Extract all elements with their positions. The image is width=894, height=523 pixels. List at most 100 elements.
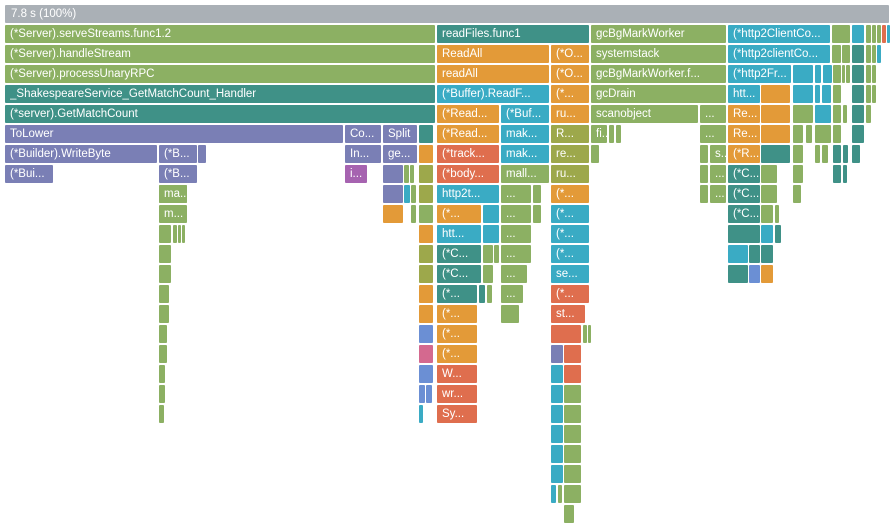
flame-frame[interactable]: gcBgMarkWorker	[591, 25, 726, 43]
flame-frame[interactable]	[564, 405, 581, 423]
flame-frame[interactable]: ru...	[551, 105, 589, 123]
flame-frame[interactable]: wr...	[437, 385, 477, 403]
flame-frame[interactable]	[483, 245, 493, 263]
flame-frame[interactable]: W...	[437, 365, 477, 383]
flame-frame[interactable]	[564, 465, 581, 483]
flame-frame[interactable]	[872, 65, 876, 83]
flame-frame[interactable]: ...	[710, 185, 726, 203]
flame-frame[interactable]	[419, 125, 433, 143]
flame-frame[interactable]	[815, 85, 820, 103]
flame-frame[interactable]	[761, 265, 773, 283]
flame-frame[interactable]	[419, 305, 433, 323]
flame-frame[interactable]	[823, 65, 832, 83]
flame-frame[interactable]: m...	[159, 205, 187, 223]
flame-frame[interactable]: Re...	[728, 105, 760, 123]
flame-frame[interactable]	[793, 125, 803, 143]
flame-frame[interactable]: (*C...	[437, 265, 481, 283]
flame-frame[interactable]	[501, 305, 519, 323]
flame-frame[interactable]	[419, 245, 433, 263]
flame-frame[interactable]	[815, 65, 821, 83]
flame-frame[interactable]	[700, 185, 708, 203]
flame-frame[interactable]	[761, 165, 777, 183]
flame-frame[interactable]: (*http2Fr...	[728, 65, 791, 83]
flame-frame[interactable]: (*B...	[159, 165, 197, 183]
flame-frame[interactable]	[564, 425, 581, 443]
flame-frame[interactable]: (*http2ClientCo...	[728, 25, 830, 43]
flame-frame[interactable]	[866, 105, 871, 123]
flame-frame[interactable]: htt...	[728, 85, 760, 103]
flame-frame[interactable]: ...	[700, 105, 726, 123]
flame-frame[interactable]: readFiles.func1	[437, 25, 589, 43]
flame-frame[interactable]	[872, 85, 876, 103]
flame-frame[interactable]	[842, 45, 850, 63]
flame-frame[interactable]: (*...	[437, 345, 477, 363]
flame-frame[interactable]	[822, 145, 828, 163]
flame-frame[interactable]: fi...	[591, 125, 607, 143]
flame-frame[interactable]	[383, 205, 403, 223]
flame-frame[interactable]	[419, 345, 433, 363]
flame-frame[interactable]	[815, 145, 820, 163]
flame-frame[interactable]: (*O...	[551, 65, 589, 83]
flame-frame[interactable]: ru...	[551, 165, 589, 183]
flame-frame[interactable]	[866, 45, 871, 63]
flame-frame[interactable]	[383, 165, 403, 183]
flame-frame[interactable]	[866, 85, 871, 103]
flame-frame[interactable]: ...	[710, 165, 726, 183]
flame-frame[interactable]	[866, 65, 871, 83]
flame-frame[interactable]: (*R...	[728, 145, 760, 163]
flame-frame[interactable]: systemstack	[591, 45, 726, 63]
flame-frame[interactable]: ToLower	[5, 125, 343, 143]
flame-frame[interactable]: re...	[551, 145, 589, 163]
flame-frame[interactable]: Split	[383, 125, 417, 143]
flame-frame[interactable]: _ShakespeareService_GetMatchCount_Handle…	[5, 85, 435, 103]
flame-frame[interactable]	[749, 265, 760, 283]
flame-frame[interactable]	[483, 225, 499, 243]
flame-frame[interactable]	[419, 265, 433, 283]
flame-frame[interactable]	[833, 105, 841, 123]
flame-frame[interactable]: ...	[501, 285, 523, 303]
flame-frame[interactable]	[494, 245, 499, 263]
flame-frame[interactable]	[793, 65, 813, 83]
flame-frame[interactable]: (*Bui...	[5, 165, 53, 183]
flame-frame[interactable]	[419, 165, 433, 183]
flame-frame[interactable]	[842, 65, 845, 83]
flame-frame[interactable]	[833, 65, 841, 83]
flame-frame[interactable]	[404, 165, 409, 183]
flame-frame[interactable]: s...	[710, 145, 726, 163]
flame-frame[interactable]	[852, 145, 860, 163]
flame-frame[interactable]: (*Server).processUnaryRPC	[5, 65, 435, 83]
flame-frame[interactable]: Sy...	[437, 405, 477, 423]
flame-frame[interactable]	[159, 405, 164, 423]
flame-frame[interactable]: gcBgMarkWorker.f...	[591, 65, 726, 83]
flame-frame[interactable]	[852, 85, 864, 103]
flame-frame[interactable]	[793, 185, 801, 203]
flame-frame[interactable]	[882, 25, 886, 43]
flame-frame[interactable]	[551, 465, 563, 483]
flame-frame[interactable]	[159, 305, 169, 323]
flame-frame[interactable]: mak...	[501, 125, 549, 143]
flame-frame[interactable]: ...	[501, 185, 531, 203]
flame-frame[interactable]: (*...	[437, 205, 481, 223]
flame-frame[interactable]: (*http2clientCo...	[728, 45, 830, 63]
flame-frame[interactable]	[616, 125, 621, 143]
flame-frame[interactable]	[583, 325, 587, 343]
flame-frame[interactable]: (*...	[437, 285, 477, 303]
flame-frame[interactable]: (*Builder).WriteByte	[5, 145, 157, 163]
flame-frame[interactable]	[426, 385, 432, 403]
flame-frame[interactable]: (*O...	[551, 45, 589, 63]
flame-frame[interactable]: ...	[501, 265, 527, 283]
flame-frame[interactable]	[419, 225, 433, 243]
flame-frame[interactable]: (*Buf...	[501, 105, 549, 123]
flame-frame[interactable]	[852, 45, 864, 63]
flame-frame[interactable]: (*track...	[437, 145, 499, 163]
flame-frame[interactable]: readAll	[437, 65, 549, 83]
flame-frame[interactable]: htt...	[437, 225, 481, 243]
flame-frame[interactable]	[833, 85, 841, 103]
flame-frame[interactable]: ...	[501, 245, 531, 263]
flame-frame[interactable]	[761, 185, 777, 203]
flame-frame[interactable]	[832, 25, 850, 43]
flame-frame[interactable]	[533, 185, 541, 203]
flame-frame[interactable]: ...	[700, 125, 726, 143]
flame-frame[interactable]: http2t...	[437, 185, 499, 203]
flame-frame[interactable]	[159, 285, 169, 303]
